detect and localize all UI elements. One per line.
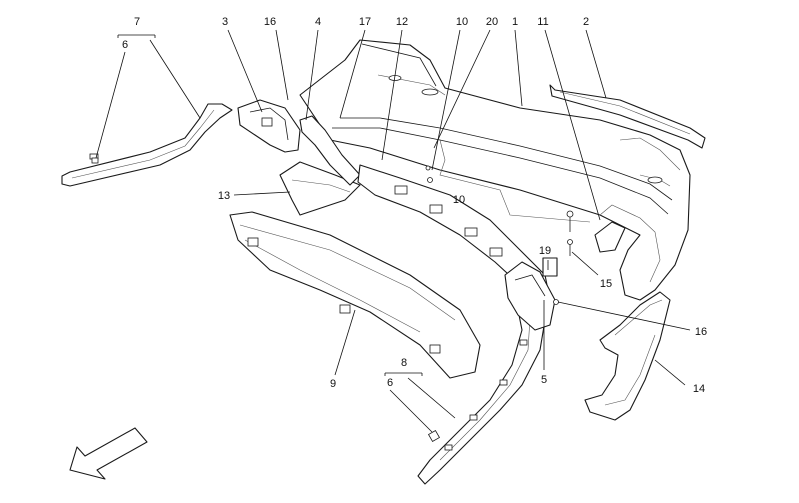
left-mount-bracket	[237, 99, 301, 153]
callout-10-top: 10	[456, 16, 468, 28]
callout-13: 13	[218, 190, 230, 202]
callout-11: 11	[537, 16, 548, 28]
callout-19: 19	[539, 245, 551, 257]
callout-5: 5	[541, 374, 547, 386]
leader-lines	[95, 29, 691, 433]
bumper-cover	[299, 39, 691, 301]
callout-10-mid: 10	[453, 194, 465, 206]
callout-1: 1	[512, 16, 518, 28]
right-mount-bracket	[504, 261, 556, 331]
callout-9: 9	[330, 378, 336, 390]
callout-14: 14	[693, 383, 705, 395]
upper-trim-strip	[549, 84, 706, 149]
corner-bracket	[594, 221, 626, 253]
callout-7: 7	[134, 16, 140, 28]
callout-2: 2	[583, 16, 589, 28]
retaining-clip	[542, 257, 558, 277]
callout-8: 8	[401, 357, 407, 369]
callout-20: 20	[486, 16, 498, 28]
callout-17: 17	[359, 16, 371, 28]
callout-15: 15	[600, 278, 612, 290]
right-lower-side-panel	[584, 291, 671, 421]
callout-16-top: 16	[264, 16, 276, 28]
callout-4: 4	[315, 16, 321, 28]
inner-bracket-arm	[299, 115, 361, 186]
energy-absorber-foam	[229, 211, 481, 379]
callout-6-left: 6	[122, 39, 128, 51]
front-direction-arrow-icon	[69, 427, 148, 480]
left-side-panel	[279, 161, 361, 216]
callout-6-right: 6	[387, 377, 393, 389]
screw-fasteners	[91, 157, 574, 443]
callout-labels: 1 2 3 4 5 6 6 7 8 9 10 10 11 12 13 14 15…	[122, 16, 707, 395]
callout-3: 3	[222, 16, 228, 28]
left-side-bracket	[61, 103, 233, 187]
callout-16-right: 16	[695, 326, 707, 338]
callout-12: 12	[396, 16, 408, 28]
